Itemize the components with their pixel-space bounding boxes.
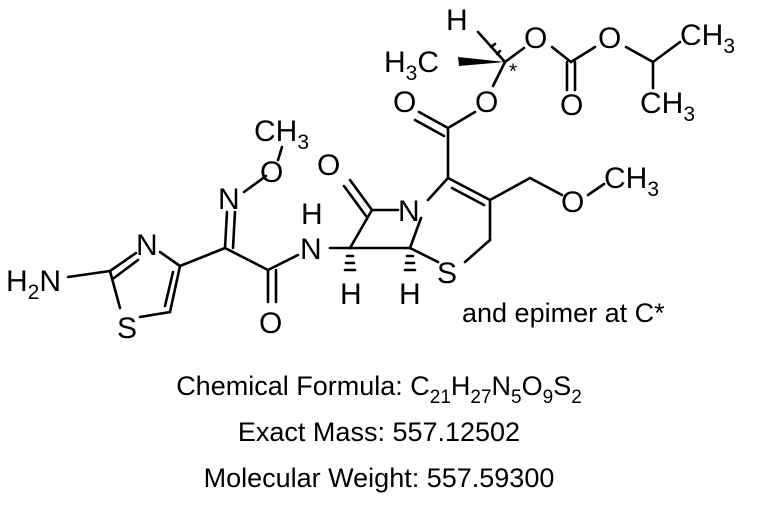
atom-ch3-bottom: CH3 [640, 87, 695, 126]
bond [108, 251, 138, 273]
compound-info: Chemical Formula: C21H27N5O9S2 Exact Mas… [176, 371, 582, 493]
atom-thiazole-s: S [117, 312, 137, 345]
epimer-note: and epimer at C* [462, 298, 665, 328]
atom-ester-o: O [475, 86, 498, 119]
bond [426, 176, 450, 202]
formula-element: C [410, 371, 430, 401]
bond [348, 208, 374, 250]
atom-h-chiral: H [446, 4, 468, 37]
formula-element: O [522, 371, 543, 401]
bond [586, 182, 606, 197]
chiral-star: * [509, 60, 517, 83]
hash-bond-c7-h [343, 254, 357, 272]
bond [569, 45, 597, 64]
bond [158, 250, 182, 268]
bond [223, 210, 229, 250]
bond [413, 118, 446, 138]
exact-mass: Exact Mass: 557.12502 [238, 417, 520, 447]
formula-subscript: 27 [470, 387, 491, 408]
atom-labels: H2N N S N O CH3 O H N O N S H H O O H H3… [6, 4, 735, 345]
bond [550, 45, 573, 64]
hash-bond-chiral-h [489, 42, 502, 56]
formula-subscript: 21 [430, 387, 451, 408]
atom-thiazole-n: N [136, 229, 158, 262]
atom-methoxy-ch3: CH3 [254, 115, 309, 154]
atom-h-c7: H [340, 278, 362, 311]
chemical-formula: Chemical Formula: C21H27N5O9S2 [176, 371, 582, 408]
atom-ether-o: O [561, 186, 584, 219]
bond [446, 110, 477, 130]
bond [488, 176, 532, 202]
bond [231, 210, 237, 250]
atom-o-link1: O [524, 22, 547, 55]
formula-element: S [553, 371, 571, 401]
atom-nh-h: H [301, 198, 323, 231]
atom-o-carbonate-dbl: O [560, 89, 583, 122]
bond [342, 184, 368, 218]
bond [266, 253, 300, 272]
bond [408, 216, 423, 250]
atom-oxime-o: O [260, 156, 283, 189]
atom-ether-ch3: CH3 [604, 162, 659, 201]
bond [242, 174, 268, 194]
molecular-weight: Molecular Weight: 557.59300 [204, 463, 555, 493]
bond [168, 264, 182, 314]
hash-bond-c6-h [403, 254, 417, 272]
bond [163, 270, 175, 308]
bond [651, 40, 682, 64]
bond [446, 176, 492, 202]
bond [528, 176, 564, 197]
bond [108, 269, 122, 310]
bond [450, 186, 486, 207]
formula-element: H [451, 371, 471, 401]
atom-nh-n: N [300, 233, 322, 266]
bond [408, 246, 440, 264]
bond [138, 310, 172, 319]
atom-ring-n: N [398, 195, 420, 228]
bond [417, 110, 450, 130]
formula-element: N [492, 371, 512, 401]
atom-oxime-n: N [218, 183, 240, 216]
atom-h3c: H3C [384, 46, 439, 85]
bond [463, 238, 492, 264]
atom-amide-o: O [259, 307, 282, 340]
formula-label: Chemical Formula: [176, 371, 410, 401]
formula-subscript: 9 [543, 387, 554, 408]
bond [178, 246, 227, 268]
formula-subscript: 5 [511, 387, 522, 408]
atom-ch3-top: CH3 [680, 19, 735, 58]
bond-lines [66, 30, 682, 319]
atom-ring-s: S [437, 257, 457, 290]
atom-h2n: H2N [6, 265, 61, 304]
formula-subscript: 2 [571, 387, 582, 408]
bond [276, 145, 284, 162]
atom-h-c6: H [399, 278, 421, 311]
bond [491, 60, 507, 88]
atom-ester-o-carbonyl: O [393, 86, 416, 119]
bond [112, 258, 140, 280]
bond [624, 45, 655, 64]
atom-o-link2: O [598, 22, 621, 55]
wedge-bond-ch3 [458, 57, 505, 66]
atom-lactam-o: O [317, 149, 340, 182]
bond [503, 46, 526, 64]
bond [223, 246, 270, 272]
bond [348, 178, 374, 212]
bond [66, 269, 112, 279]
